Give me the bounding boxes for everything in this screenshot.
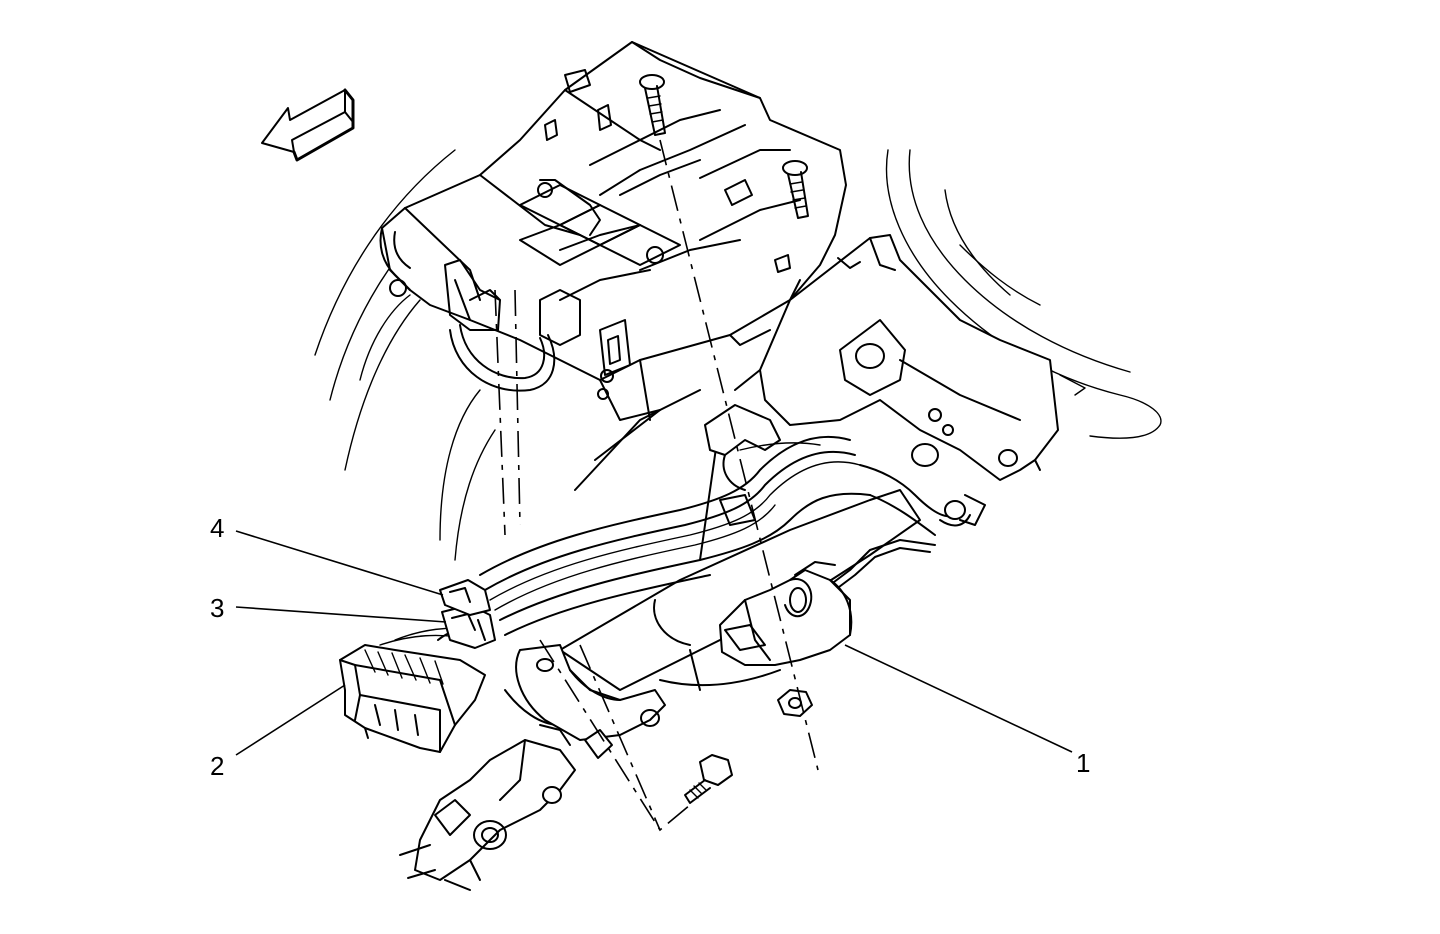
lower-bolt <box>684 754 733 804</box>
leader-1 <box>844 644 1073 753</box>
callout-4: 4 <box>210 513 224 543</box>
leader-2 <box>235 684 346 756</box>
wiring-harness <box>479 435 986 636</box>
intermediate-shaft <box>399 689 576 891</box>
direction-arrow-icon <box>261 88 355 162</box>
harness-connector-3 <box>441 604 496 649</box>
alignment-lines <box>494 139 819 832</box>
trim-panel-right <box>885 149 1162 439</box>
harness-connector-4 <box>439 579 491 616</box>
column-support-bracket <box>379 41 847 421</box>
lower-mount-bracket <box>734 234 1059 481</box>
callout-leaders <box>235 530 1073 756</box>
harness-retainer <box>719 561 853 666</box>
column-bore <box>449 279 556 392</box>
leader-3 <box>235 606 447 623</box>
callout-3: 3 <box>210 593 224 623</box>
upper-bolt-right <box>782 160 809 219</box>
lower-column-flange <box>515 644 666 759</box>
callout-2: 2 <box>210 751 224 781</box>
lower-nut <box>777 689 813 717</box>
dash-panel-outline <box>314 149 496 561</box>
upper-bolt-left <box>639 74 666 136</box>
leader-4 <box>235 530 444 596</box>
steering-column-jacket <box>559 389 921 691</box>
callout-1: 1 <box>1076 748 1090 778</box>
